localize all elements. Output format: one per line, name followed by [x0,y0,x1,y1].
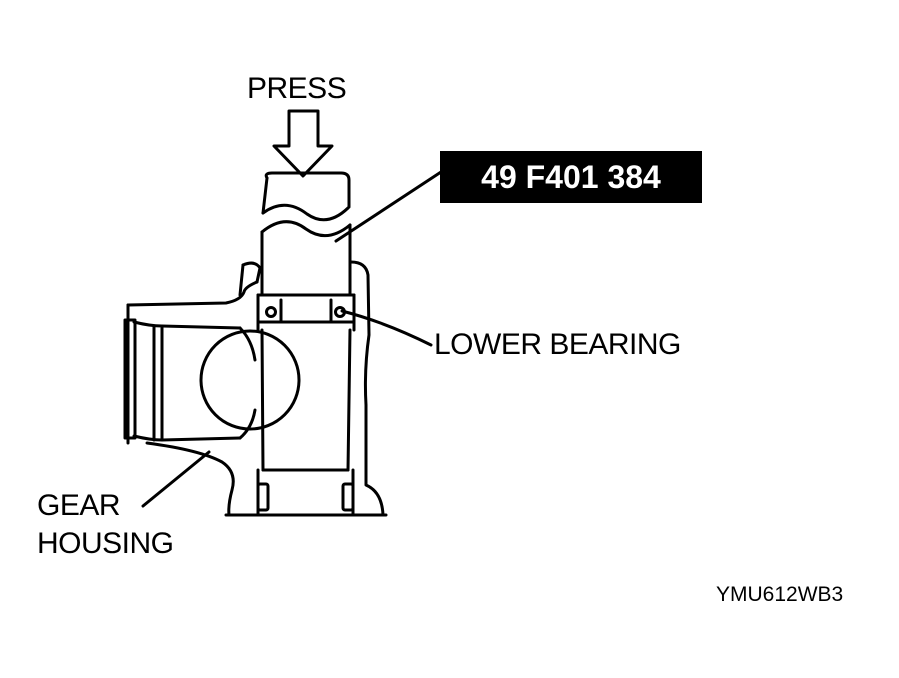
lower-bearing-leader-line [340,309,433,347]
special-tool-number-label: 49 F401 384 [440,151,702,203]
special-tool [260,171,352,297]
tool-leader-line [334,170,443,243]
gear-housing [123,260,388,517]
figure-code: YMU612WB3 [716,583,844,606]
press-arrow [272,109,334,178]
gear-housing-leader-line [141,450,211,508]
gear-housing-label-line1: GEAR [37,489,121,522]
lower-bearing [256,293,356,332]
lower-bearing-label: LOWER BEARING [434,328,681,361]
press-label: PRESS [247,72,347,105]
gear-housing-label-line2: HOUSING [37,527,174,560]
